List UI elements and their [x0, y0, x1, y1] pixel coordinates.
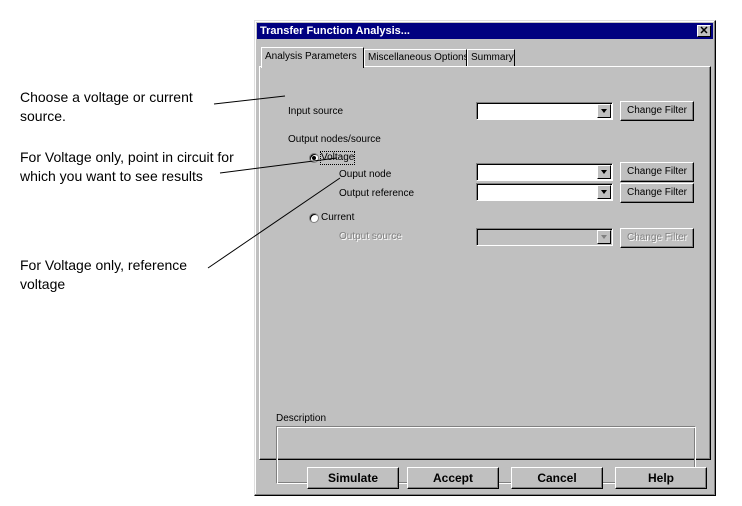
leader-line-input-source: [213, 95, 286, 105]
callout-input-source: Choose a voltage or current source.: [20, 89, 193, 124]
output-reference-select[interactable]: [476, 183, 613, 201]
input-source-select[interactable]: [476, 102, 613, 120]
simulate-button[interactable]: Simulate: [307, 467, 399, 489]
output-reference-label: Output reference: [339, 188, 415, 199]
output-source-label: Output source: [339, 231, 402, 242]
current-label[interactable]: Current: [321, 212, 355, 223]
output-group-label: Output nodes/source: [288, 134, 381, 145]
output-node-dropdown-icon[interactable]: [597, 165, 611, 179]
input-source-label: Input source: [288, 106, 344, 117]
tab-summary[interactable]: Summary: [467, 49, 515, 67]
cancel-button[interactable]: Cancel: [511, 467, 603, 489]
output-source-dropdown-icon[interactable]: [597, 230, 611, 244]
output-node-label: Ouput node: [339, 169, 392, 180]
output-source-select[interactable]: [476, 228, 613, 246]
close-icon[interactable]: ✕: [697, 25, 711, 37]
callout-output-node: For Voltage only, point in circuit for w…: [20, 149, 234, 184]
dialog-title: Transfer Function Analysis...: [260, 25, 410, 37]
description-label: Description: [276, 413, 327, 424]
output-node-change-filter-button[interactable]: Change Filter: [620, 162, 694, 182]
output-source-change-filter-button[interactable]: Change Filter: [620, 228, 694, 248]
voltage-radio[interactable]: [309, 153, 319, 163]
input-source-dropdown-icon[interactable]: [597, 104, 611, 118]
dialog-titlebar: Transfer Function Analysis... ✕: [257, 23, 713, 39]
voltage-label[interactable]: Voltage: [319, 151, 356, 165]
leader-line-output-node: [219, 157, 338, 174]
leader-line-output-reference: [207, 177, 341, 269]
accept-button[interactable]: Accept: [407, 467, 499, 489]
output-reference-dropdown-icon[interactable]: [597, 185, 611, 199]
output-node-select[interactable]: [476, 163, 613, 181]
callout-output-reference: For Voltage only, reference voltage: [20, 257, 188, 292]
analysis-parameters-panel: Input source Change Filter Output nodes/…: [259, 66, 711, 484]
output-reference-change-filter-button[interactable]: Change Filter: [620, 183, 694, 203]
transfer-function-dialog: Transfer Function Analysis... ✕ Analysis…: [254, 20, 716, 496]
current-radio[interactable]: [309, 213, 319, 223]
tab-analysis-parameters[interactable]: Analysis Parameters: [261, 47, 364, 68]
tab-miscellaneous-options[interactable]: Miscellaneous Options: [364, 49, 469, 67]
help-button[interactable]: Help: [615, 467, 707, 489]
input-source-change-filter-button[interactable]: Change Filter: [620, 101, 694, 121]
